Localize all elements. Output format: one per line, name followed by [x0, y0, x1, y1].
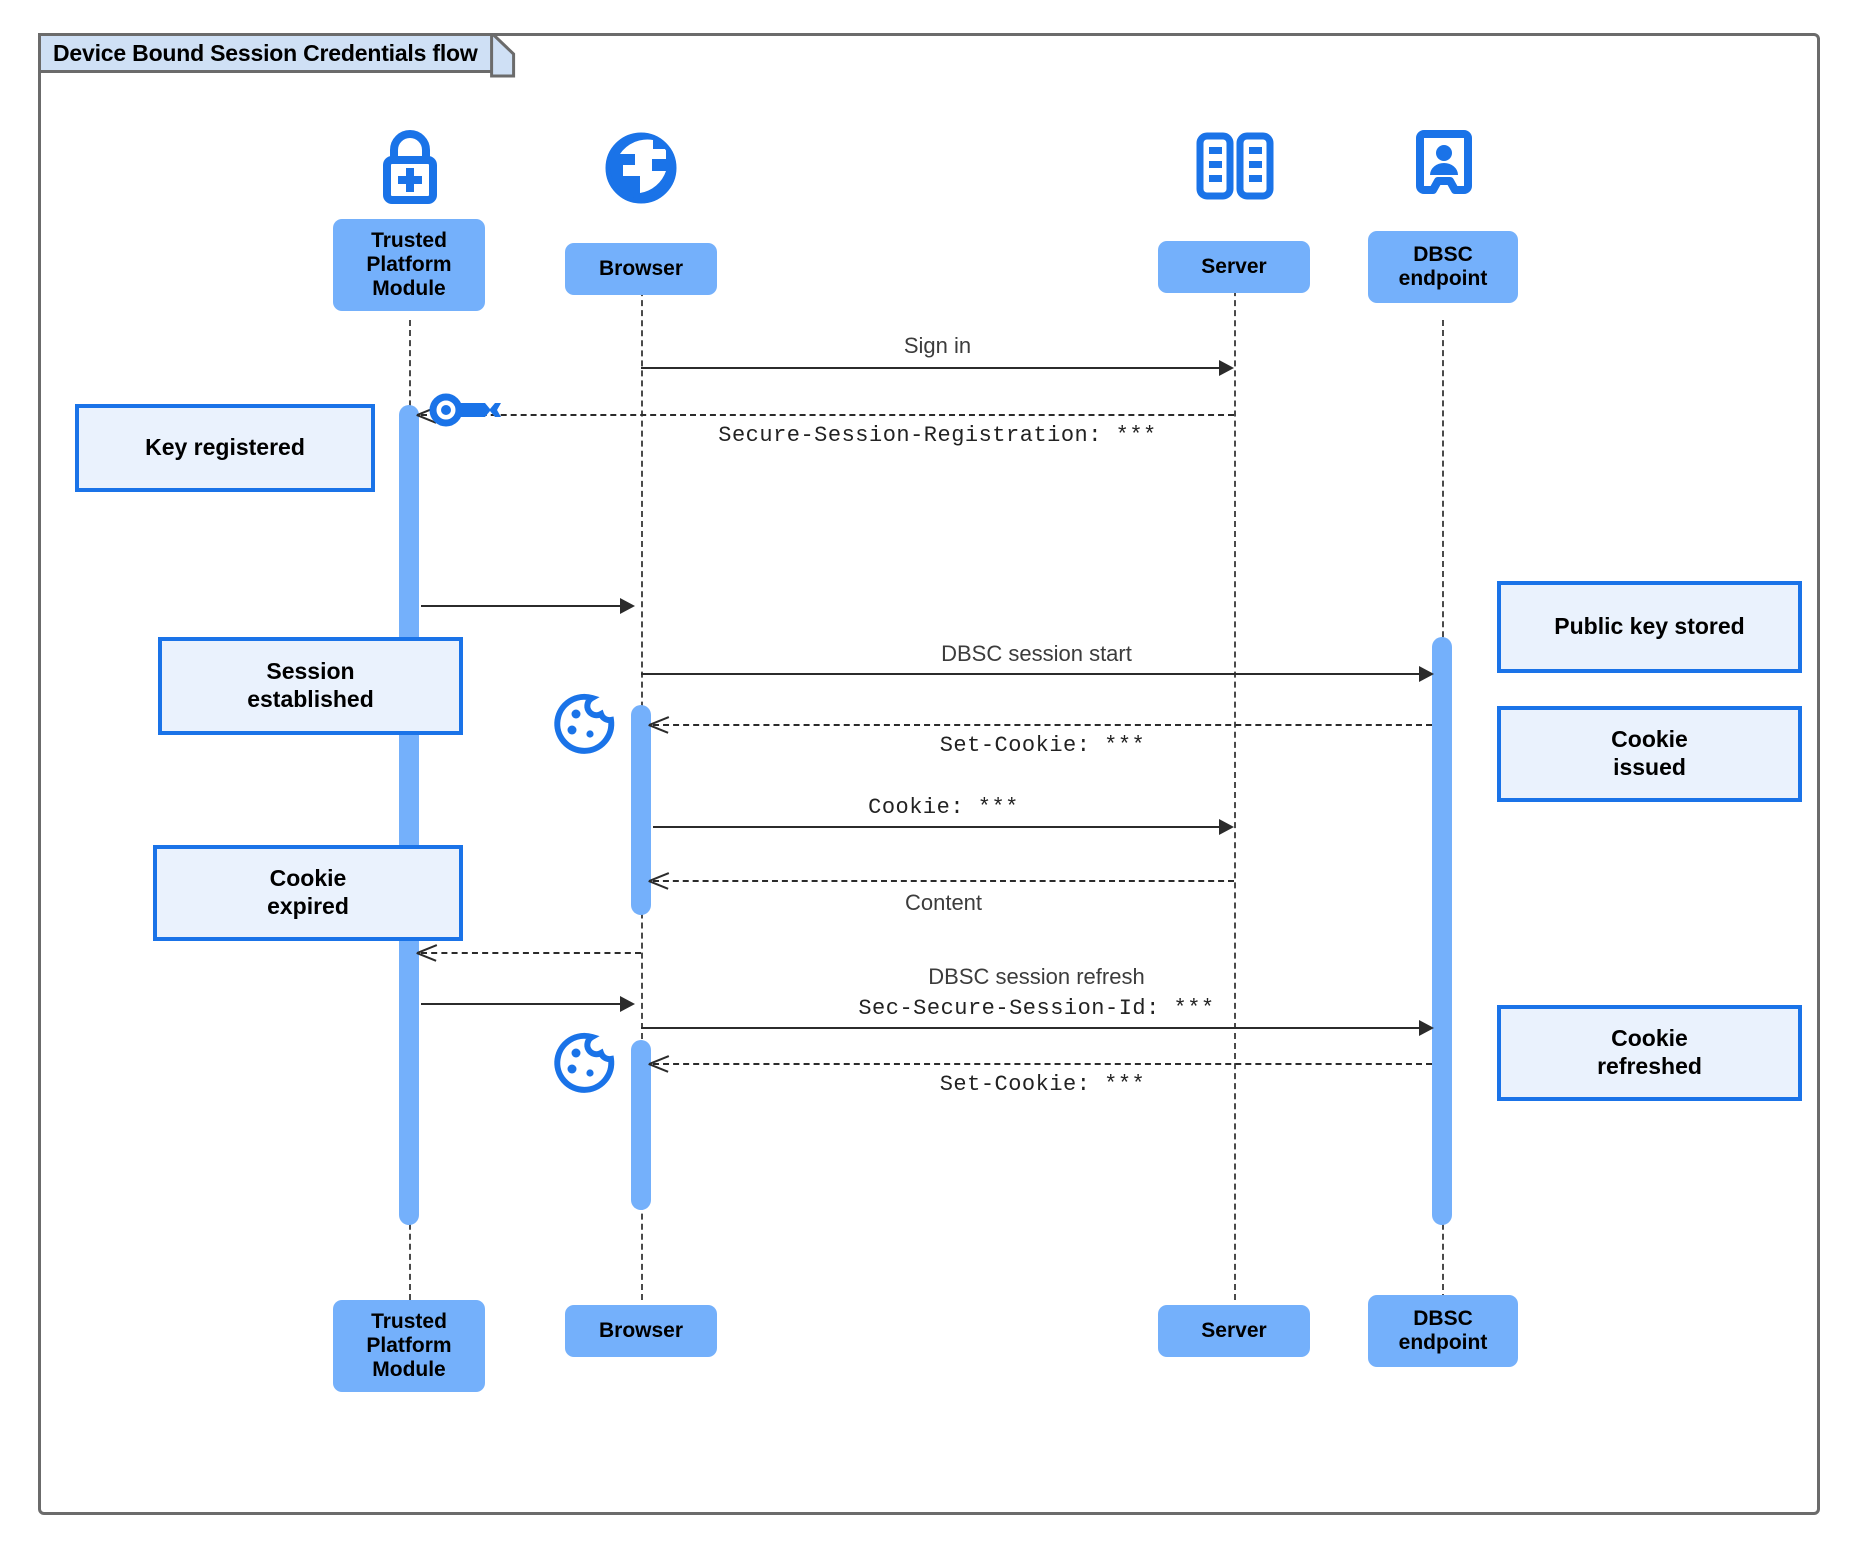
message-arrowhead-tpm-to-browser-2 — [620, 996, 635, 1012]
message-label-sec-secure-session-id: Sec-Secure-Session-Id: *** — [858, 996, 1215, 1021]
lifeline-server — [1234, 270, 1236, 1300]
note-session-established-line2: established — [247, 686, 374, 712]
note-cookie-refreshed-line1: Cookie — [1611, 1025, 1688, 1052]
message-label-dbsc-session-start: DBSC session start — [941, 641, 1132, 666]
id-badge-person-icon — [1416, 130, 1472, 194]
message-line-cookie — [653, 826, 1221, 828]
participant-browser-label: Browser — [598, 257, 684, 281]
participant-dbsc-label-line1: DBSC — [1413, 243, 1473, 267]
activation-bar-tpm — [399, 405, 419, 1225]
message-label-secure-session-registration: Secure-Session-Registration: *** — [718, 423, 1157, 448]
participant-tpm-label-line2: Platform — [366, 253, 452, 277]
message-line-set-cookie-1 — [653, 724, 1432, 726]
participant-dbsc-bottom-line1: DBSC — [1413, 1307, 1473, 1331]
note-cookie-refreshed-line2: refreshed — [1597, 1053, 1702, 1079]
cookie-icon — [554, 693, 615, 754]
page-title: Device Bound Session Credentials flow — [53, 39, 478, 66]
message-arrowhead-dbsc-session-refresh — [1419, 1020, 1434, 1036]
padlock-plus-icon — [383, 130, 437, 204]
participant-tpm-bottom-line3: Module — [372, 1357, 446, 1381]
participant-server-bottom[interactable]: Server — [1158, 1305, 1310, 1357]
participant-browser-top[interactable]: Browser — [565, 243, 717, 295]
participant-server-top[interactable]: Server — [1158, 241, 1310, 293]
participant-tpm-bottom-line2: Platform — [366, 1334, 452, 1358]
globe-icon — [605, 132, 677, 204]
message-arrowhead-sign-in — [1219, 360, 1234, 376]
participant-dbsc-bottom[interactable]: DBSC endpoint — [1368, 1295, 1518, 1367]
participant-browser-bottom[interactable]: Browser — [565, 1305, 717, 1357]
participant-tpm-label-line1: Trusted — [371, 229, 447, 253]
activation-bar-browser-1 — [631, 705, 651, 915]
note-session-established: Session established — [158, 637, 463, 735]
message-line-tpm-to-browser-1 — [421, 605, 621, 607]
title-tab-notch — [490, 33, 516, 78]
message-line-secure-session-registration — [421, 414, 1234, 416]
message-arrowhead-cookie — [1219, 819, 1234, 835]
participant-server-label: Server — [1201, 255, 1267, 279]
note-key-registered: Key registered — [75, 404, 375, 492]
message-label-sign-in: Sign in — [903, 333, 972, 358]
note-public-key-stored: Public key stored — [1497, 581, 1802, 673]
note-key-registered-text: Key registered — [145, 434, 305, 461]
activation-bar-dbsc — [1432, 637, 1452, 1225]
key-icon — [429, 393, 501, 427]
message-line-sign-in — [641, 367, 1221, 369]
participant-tpm-label-line3: Module — [372, 276, 446, 300]
note-cookie-refreshed: Cookie refreshed — [1497, 1005, 1802, 1101]
participant-tpm-bottom-line1: Trusted — [371, 1310, 447, 1334]
note-session-established-line1: Session — [266, 658, 355, 685]
participant-dbsc-top[interactable]: DBSC endpoint — [1368, 231, 1518, 303]
participant-dbsc-bottom-line2: endpoint — [1398, 1331, 1488, 1354]
message-label-dbsc-session-refresh: DBSC session refresh — [928, 964, 1145, 989]
participant-server-bottom-label: Server — [1201, 1319, 1267, 1343]
message-line-content — [653, 880, 1234, 882]
message-label-cookie: Cookie: *** — [868, 795, 1019, 820]
note-cookie-issued-line2: issued — [1613, 754, 1686, 780]
participant-tpm-bottom[interactable]: Trusted Platform Module — [333, 1300, 485, 1392]
message-line-set-cookie-2 — [653, 1063, 1432, 1065]
message-arrowhead-dbsc-session-start — [1419, 666, 1434, 682]
message-arrowhead-content — [649, 870, 669, 890]
activation-bar-browser-2 — [631, 1040, 651, 1210]
message-line-dbsc-session-start — [641, 673, 1421, 675]
message-label-set-cookie-2: Set-Cookie: *** — [939, 1072, 1146, 1097]
message-line-dbsc-session-refresh — [641, 1027, 1421, 1029]
participant-tpm-top[interactable]: Trusted Platform Module — [333, 219, 485, 311]
note-cookie-issued-line1: Cookie — [1611, 726, 1688, 753]
message-line-browser-to-tpm — [421, 952, 641, 954]
message-label-content: Content — [904, 890, 983, 915]
note-cookie-expired: Cookie expired — [153, 845, 463, 941]
note-public-key-stored-text: Public key stored — [1554, 613, 1745, 640]
participant-browser-bottom-label: Browser — [598, 1319, 684, 1343]
diagram-title-tab: Device Bound Session Credentials flow — [38, 33, 492, 73]
message-arrowhead-tpm-to-browser-1 — [620, 598, 635, 614]
message-arrowhead-set-cookie-2 — [649, 1053, 669, 1073]
server-racks-icon — [1196, 132, 1274, 200]
message-label-set-cookie-1: Set-Cookie: *** — [939, 733, 1146, 758]
note-cookie-expired-line2: expired — [267, 893, 349, 919]
message-arrowhead-set-cookie-1 — [649, 714, 669, 734]
participant-dbsc-label-line2: endpoint — [1398, 267, 1488, 290]
note-cookie-expired-line1: Cookie — [269, 865, 347, 892]
note-cookie-issued: Cookie issued — [1497, 706, 1802, 802]
cookie-icon — [554, 1032, 615, 1093]
message-arrowhead-browser-to-tpm — [417, 942, 437, 962]
message-line-tpm-to-browser-2 — [421, 1003, 621, 1005]
